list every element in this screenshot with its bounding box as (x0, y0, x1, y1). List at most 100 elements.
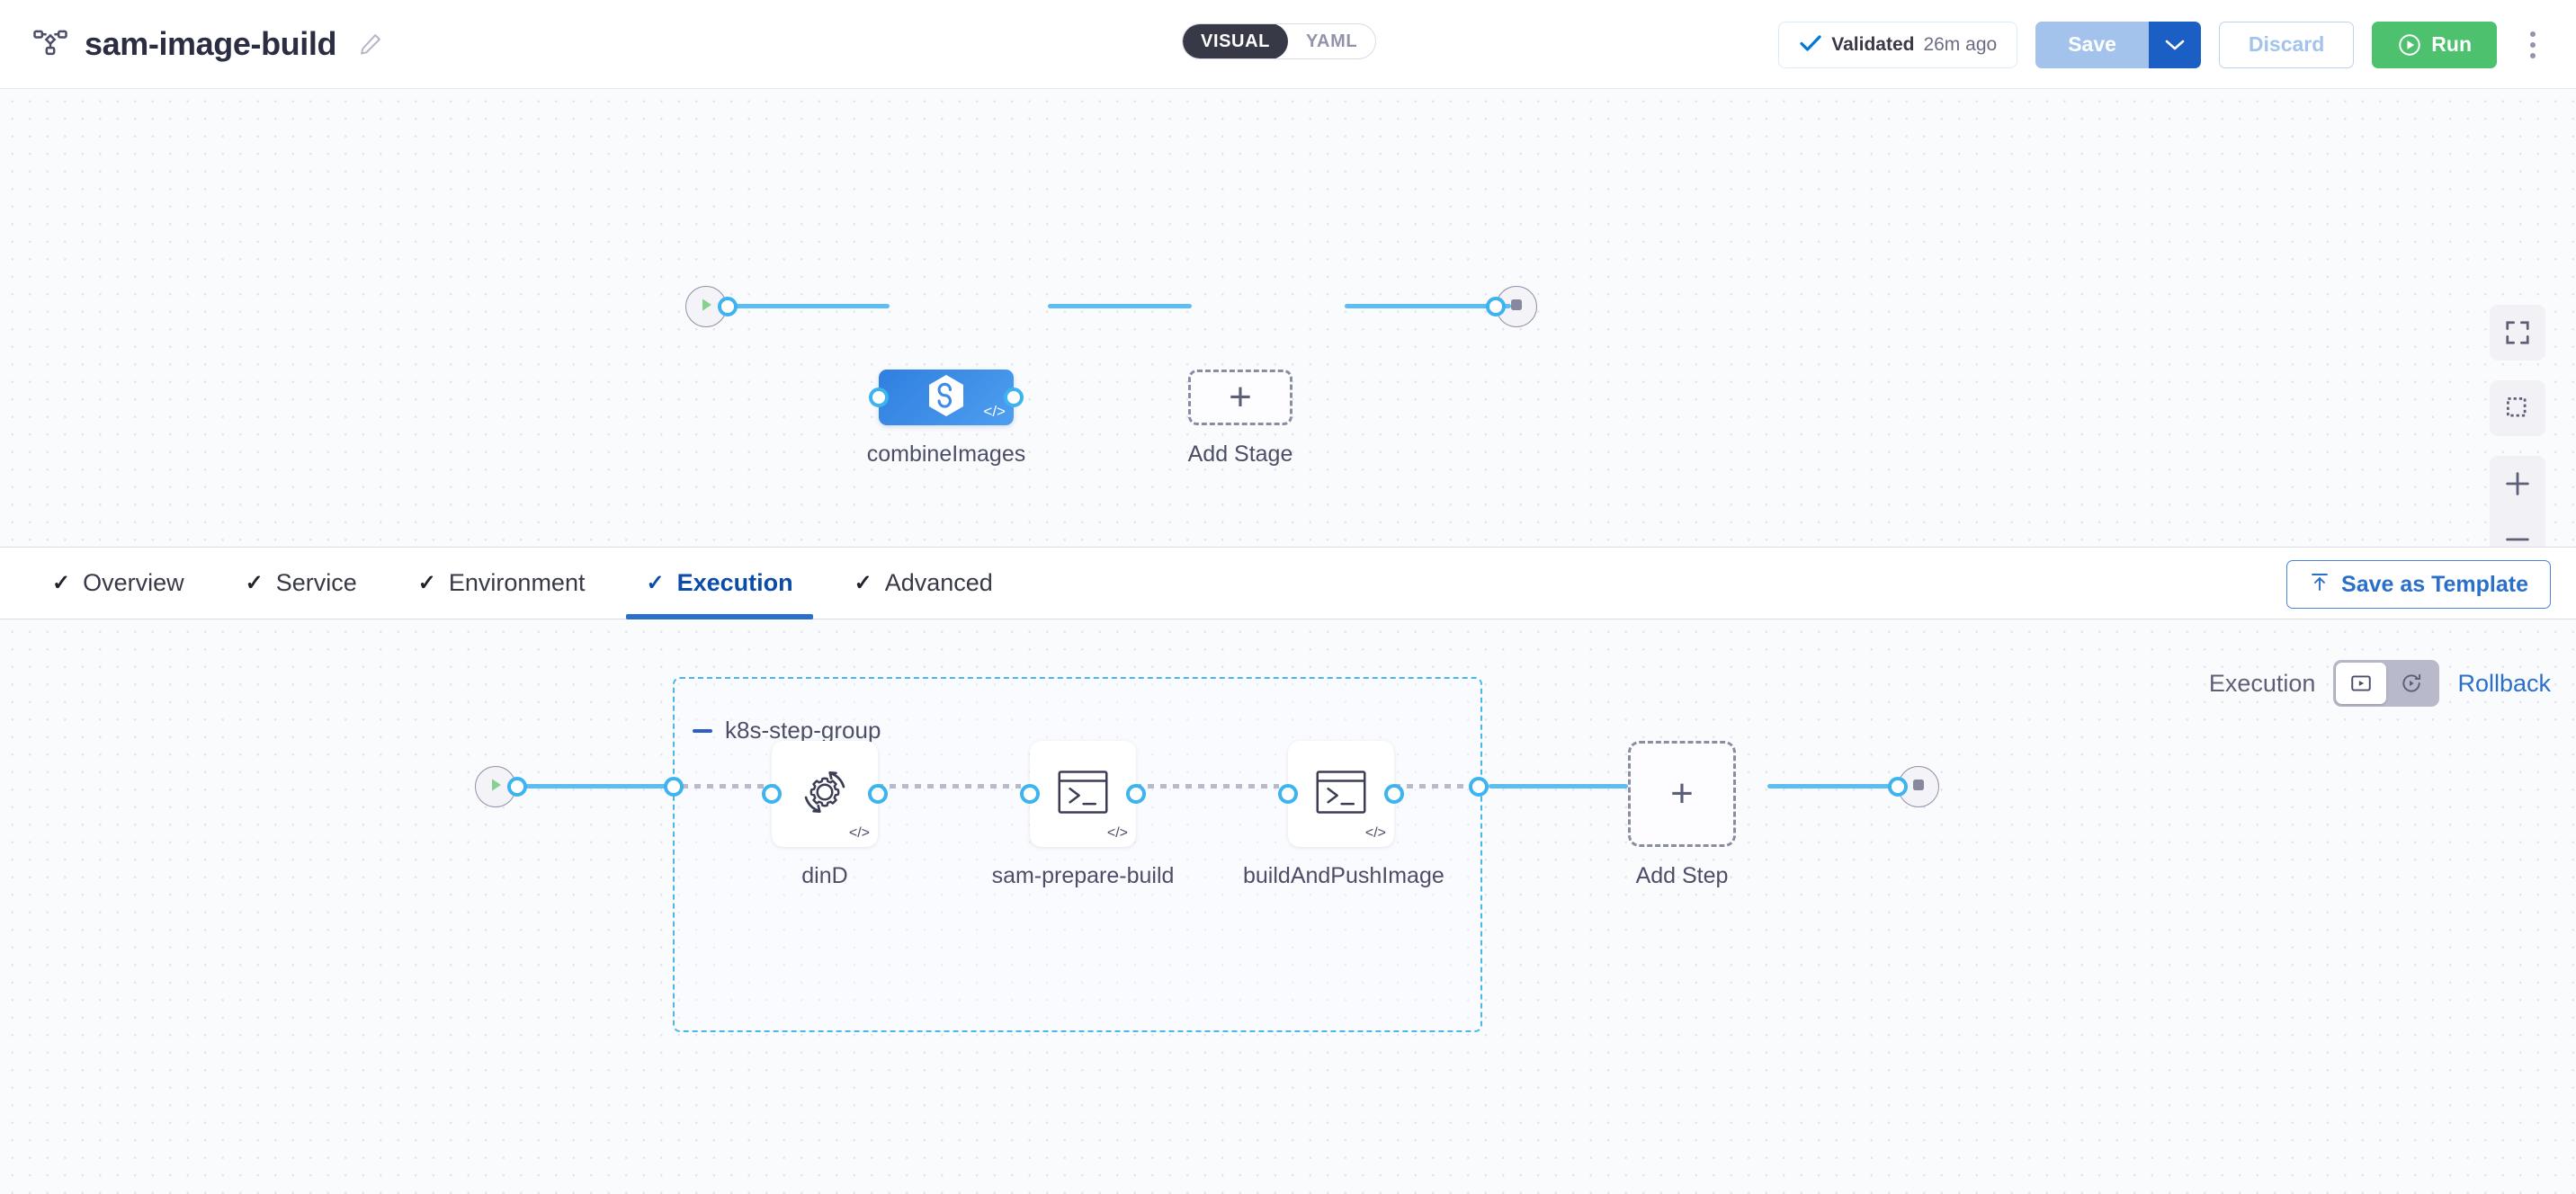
pipeline-start-node[interactable] (685, 286, 738, 327)
play-icon (695, 294, 717, 320)
execution-play-icon[interactable] (2336, 663, 2387, 704)
tab-environment[interactable]: ✓ Environment (388, 548, 616, 619)
step-group-container[interactable] (673, 677, 1482, 1032)
edge-addstep-to-end (1767, 784, 1907, 789)
start-node-port[interactable] (507, 777, 527, 797)
step-label: dinD (801, 863, 848, 888)
step-input-port[interactable] (1278, 784, 1298, 804)
header-left: sam-image-build (0, 25, 383, 63)
minus-collapse-icon[interactable] (693, 728, 712, 733)
stage-output-port[interactable] (1004, 388, 1024, 407)
step-input-port[interactable] (1020, 784, 1040, 804)
edge-samprepare-to-buildpush (1135, 784, 1279, 789)
execution-canvas[interactable]: Execution Rollback (0, 619, 2576, 1194)
code-icon: </> (1364, 825, 1386, 841)
start-node-port[interactable] (718, 297, 738, 316)
canvas-zoom-controls (2490, 305, 2545, 547)
save-as-template-button[interactable]: Save as Template (2286, 560, 2551, 609)
tab-label: Advanced (884, 569, 993, 596)
tab-execution[interactable]: ✓ Execution (615, 548, 823, 619)
execution-start-node[interactable] (475, 766, 527, 807)
edge-buildpush-to-groupend (1394, 784, 1493, 789)
check-icon: ✓ (245, 570, 264, 595)
group-exit-port[interactable] (1469, 777, 1489, 797)
step-label: buildAndPushImage (1243, 863, 1445, 888)
code-icon: </> (1106, 825, 1128, 841)
upload-template-icon (2309, 571, 2330, 599)
save-as-template-label: Save as Template (2341, 571, 2528, 597)
step-input-port[interactable] (762, 784, 782, 804)
view-mode-toggle[interactable]: VISUAL YAML (1182, 23, 1377, 59)
zoom-in-icon[interactable] (2490, 456, 2545, 512)
rollback-label: Rollback (2457, 669, 2551, 697)
plus-icon: + (1670, 771, 1694, 815)
pipeline-end-node[interactable] (1486, 286, 1537, 327)
save-button[interactable]: Save (2035, 21, 2149, 68)
pencil-edit-icon[interactable] (358, 31, 383, 57)
edge-stage-to-addstage (1048, 304, 1192, 308)
check-icon: ✓ (854, 570, 872, 595)
run-label: Run (2431, 32, 2472, 56)
kebab-menu-icon[interactable] (2515, 22, 2551, 68)
terminal-icon (1056, 768, 1110, 821)
harness-hexagon-icon (926, 374, 966, 422)
tab-service[interactable]: ✓ Service (215, 548, 388, 619)
fit-to-screen-icon[interactable] (2490, 305, 2545, 361)
page-title: sam-image-build (85, 25, 337, 62)
edge-dind-to-samprepare (877, 784, 1021, 789)
group-entry-port[interactable] (664, 777, 684, 797)
step-output-port[interactable] (1126, 784, 1146, 804)
step-node-buildandpushimage[interactable]: </> buildAndPushImage (1243, 741, 1445, 888)
end-node-port[interactable] (1486, 297, 1506, 316)
execution-rollback-toggle: Execution Rollback (2209, 660, 2551, 707)
step-node-dind[interactable]: </> dinD (762, 741, 888, 888)
zoom-in-out-stack (2490, 456, 2545, 547)
select-region-icon[interactable] (2490, 380, 2545, 436)
tab-advanced[interactable]: ✓ Advanced (824, 548, 1024, 619)
toggle-visual[interactable]: VISUAL (1183, 24, 1288, 58)
execution-mode-label: Execution (2208, 669, 2316, 697)
stage-label: combineImages (866, 441, 1026, 467)
run-button[interactable]: Run (2372, 21, 2497, 68)
tab-label: Overview (83, 569, 184, 596)
step-output-port[interactable] (1384, 784, 1404, 804)
edge-start-to-stage (731, 304, 890, 308)
execution-end-node[interactable] (1888, 766, 1939, 807)
plus-icon: + (1229, 375, 1252, 419)
add-step-label: Add Step (1635, 863, 1729, 888)
status-badge: Validated 26m ago (1778, 21, 2018, 68)
stage-input-port[interactable] (869, 388, 889, 407)
edge-start-to-group (520, 784, 682, 789)
add-step-node[interactable]: + Add Step (1628, 741, 1736, 888)
tab-label: Service (275, 569, 357, 596)
validated-label: Validated (1831, 33, 1915, 55)
stop-icon (1507, 295, 1526, 319)
check-icon (1799, 33, 1822, 57)
zoom-out-icon[interactable] (2490, 512, 2545, 547)
edge-addstage-to-end (1345, 304, 1511, 308)
app-header: sam-image-build VISUAL YAML Validated (0, 0, 2576, 89)
mode-switch[interactable] (2333, 660, 2440, 707)
toggle-yaml[interactable]: YAML (1305, 31, 1358, 51)
tab-overview[interactable]: ✓ Overview (43, 548, 215, 619)
save-dropdown-button[interactable] (2148, 21, 2201, 68)
step-group-title: k8s-step-group (725, 717, 881, 744)
stage-node-combineimages[interactable]: </> combineImages (867, 370, 1025, 467)
pipeline-nodes-icon (32, 26, 68, 62)
stage-canvas[interactable]: </> combineImages + Add Stage (0, 89, 2576, 548)
terminal-icon (1314, 768, 1368, 821)
header-actions: Validated 26m ago Save Discard (1778, 0, 2551, 89)
add-stage-node[interactable]: + Add Stage (1188, 370, 1292, 467)
chevron-down-icon (2165, 39, 2185, 51)
validated-timestamp: 26m ago (1923, 33, 1998, 55)
tab-label: Environment (448, 569, 586, 596)
step-output-port[interactable] (868, 784, 888, 804)
rollback-icon[interactable] (2386, 663, 2437, 704)
play-icon (485, 774, 506, 800)
check-icon: ✓ (417, 570, 436, 595)
end-node-port[interactable] (1888, 777, 1908, 797)
discard-button[interactable]: Discard (2218, 21, 2355, 68)
tab-list: ✓ Overview ✓ Service ✓ Environment ✓ Exe… (0, 548, 1024, 619)
step-node-sam-prepare-build[interactable]: </> sam-prepare-build (992, 741, 1174, 888)
step-label: sam-prepare-build (991, 863, 1175, 888)
